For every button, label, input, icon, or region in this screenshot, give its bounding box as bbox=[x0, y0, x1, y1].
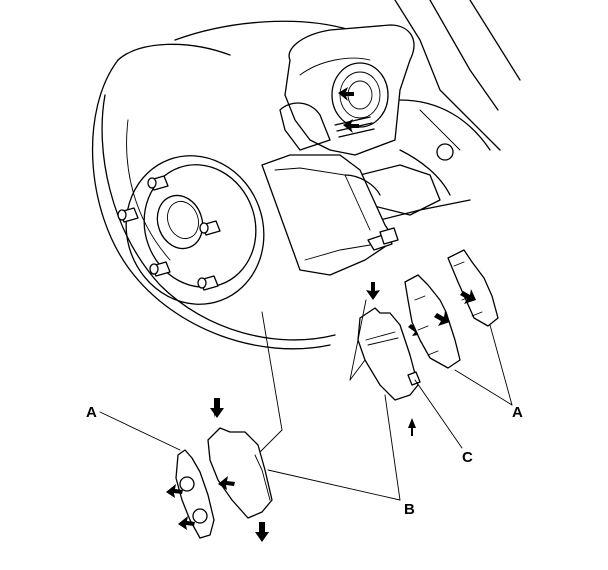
wheel-studs bbox=[117, 175, 221, 291]
left-shim bbox=[166, 449, 215, 539]
leader-lines bbox=[99, 299, 513, 501]
label-a-left: A bbox=[86, 404, 97, 421]
caliper-bracket bbox=[261, 24, 415, 276]
brake-disc bbox=[91, 43, 336, 350]
left-brake-pad bbox=[207, 398, 273, 542]
label-c: C bbox=[462, 449, 473, 466]
label-b: B bbox=[404, 501, 415, 518]
right-shims bbox=[404, 249, 499, 369]
label-a-right: A bbox=[512, 404, 523, 421]
assembly-arrows bbox=[338, 87, 380, 300]
